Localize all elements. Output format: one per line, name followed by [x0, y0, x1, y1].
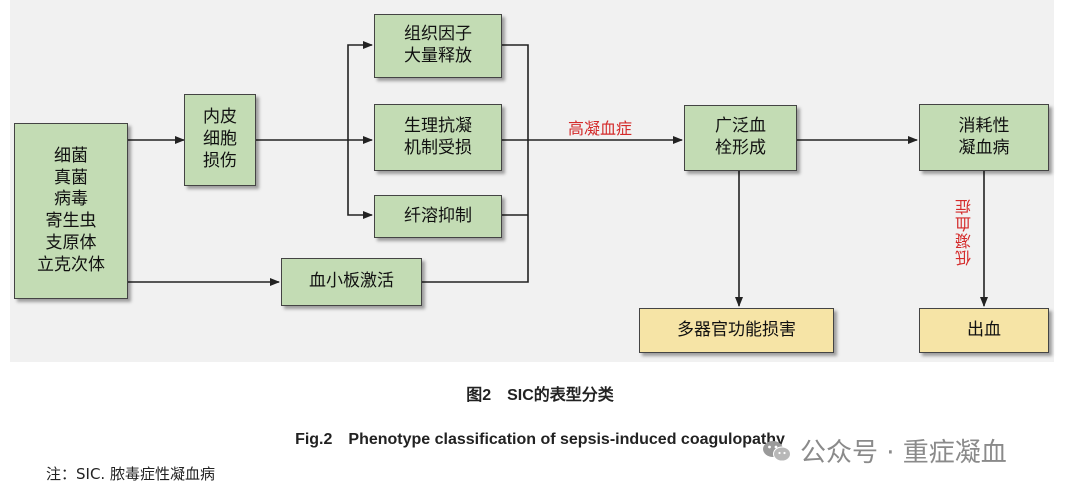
node-widespread-thrombosis: 广泛血 栓形成	[684, 105, 797, 171]
arrow-endothelium-to-tissue-factor	[347, 41, 373, 140]
watermark: 公众号 · 重症凝血	[762, 432, 1007, 469]
caption-en: Fig.2 Phenotype classification of sepsis…	[295, 431, 785, 448]
node-consumptive-coagulopathy: 消耗性 凝血病	[919, 104, 1049, 171]
node-platelet-activation: 血小板激活	[281, 258, 422, 306]
wechat-icon	[762, 439, 792, 463]
node-tissue-factor-release: 组织因子 大量释放	[374, 14, 502, 78]
arrow-endothelium-to-fibrinolysis	[347, 140, 373, 219]
node-anticoagulation-impaired: 生理抗凝 机制受损	[374, 104, 502, 171]
label-hypercoagulable: 高凝血症	[568, 119, 633, 138]
node-endothelial-injury: 内皮 细胞 损伤	[184, 94, 256, 186]
node-bleeding: 出血	[919, 308, 1049, 353]
watermark-text: 公众号 · 重症凝血	[800, 438, 1007, 468]
line-merge-bus	[422, 44, 529, 283]
node-fibrinolysis-inhibition: 纤溶抑制	[374, 195, 502, 238]
caption-zh: 图2 SIC的表型分类	[466, 387, 614, 404]
node-pathogens: 细菌 真菌 病毒 寄生虫 支原体 立克次体	[14, 123, 128, 299]
node-multi-organ-damage: 多器官功能损害	[639, 308, 834, 353]
label-hypocoagulable: 低凝血症	[955, 198, 974, 266]
footnote: 注：SIC. 脓毒症性凝血病	[46, 465, 215, 483]
